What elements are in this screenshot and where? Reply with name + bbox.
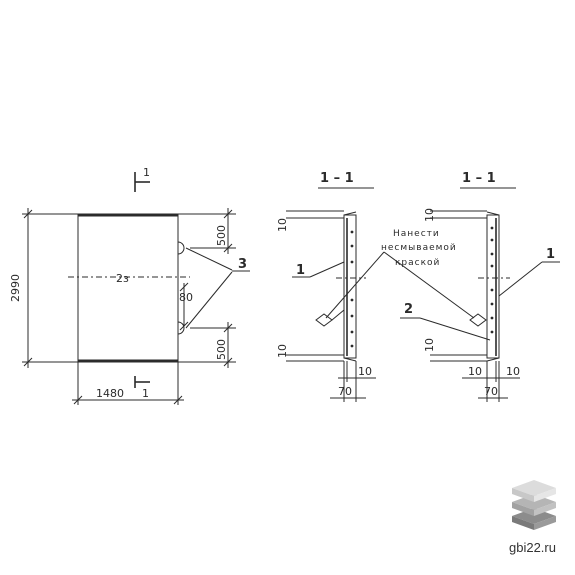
note-line1: Нанести bbox=[393, 229, 440, 239]
leader-3a bbox=[185, 247, 233, 271]
dim-70-b: 70 bbox=[484, 385, 498, 398]
dim-gap-label: 80 bbox=[179, 291, 193, 304]
note-line3: краской bbox=[395, 258, 440, 268]
paint-note: Нанести несмываемой краской bbox=[325, 229, 475, 319]
dim-10-a: 10 bbox=[276, 218, 289, 232]
callout-1a: 1 bbox=[296, 263, 305, 278]
dim-height-label: 2990 bbox=[9, 274, 22, 302]
dim-bottom-label: 500 bbox=[215, 339, 228, 360]
dim-10-f: 10 bbox=[468, 365, 482, 378]
section-right-body bbox=[486, 214, 500, 359]
section-title-2: 1 – 1 bbox=[462, 171, 496, 186]
dim-10-c: 10 bbox=[423, 208, 436, 222]
front-view: 2з 2990 1480 1 1 500 80 bbox=[9, 166, 250, 405]
section-view-left: 1 – 1 10 10 10 70 1 bbox=[276, 171, 376, 402]
section-title-1: 1 – 1 bbox=[320, 171, 354, 186]
mark-diamond-left bbox=[315, 313, 333, 327]
center-mark: 2з bbox=[116, 272, 129, 285]
dim-width-label: 1480 bbox=[96, 387, 124, 400]
callout-3: 3 bbox=[238, 257, 247, 272]
loop-bottom bbox=[177, 321, 185, 335]
leader-3b bbox=[185, 271, 233, 329]
note-leader-right bbox=[383, 251, 475, 319]
note-line2: несмываемой bbox=[381, 243, 457, 253]
dim-10-e: 10 bbox=[358, 365, 372, 378]
note-leader-left bbox=[325, 251, 385, 319]
mark-diamond-right bbox=[469, 313, 487, 327]
layers-icon bbox=[512, 480, 556, 530]
dim-10-g: 10 bbox=[506, 365, 520, 378]
dim-top-label: 500 bbox=[215, 225, 228, 246]
section-mark-top: 1 bbox=[143, 166, 150, 179]
section-mark-bottom: 1 bbox=[142, 387, 149, 400]
dim-10-d: 10 bbox=[423, 338, 436, 352]
dim-70-a: 70 bbox=[338, 385, 352, 398]
callout-2: 2 bbox=[404, 302, 413, 317]
panel-outline bbox=[77, 213, 179, 363]
gbi-logo: gbi22.ru bbox=[509, 480, 556, 555]
dim-10-b: 10 bbox=[276, 344, 289, 358]
callout-1b: 1 bbox=[546, 247, 555, 262]
section-view-right: 1 – 1 10 10 10 10 70 bbox=[400, 171, 560, 402]
logo-text: gbi22.ru bbox=[509, 540, 556, 555]
loop-top bbox=[177, 241, 185, 255]
